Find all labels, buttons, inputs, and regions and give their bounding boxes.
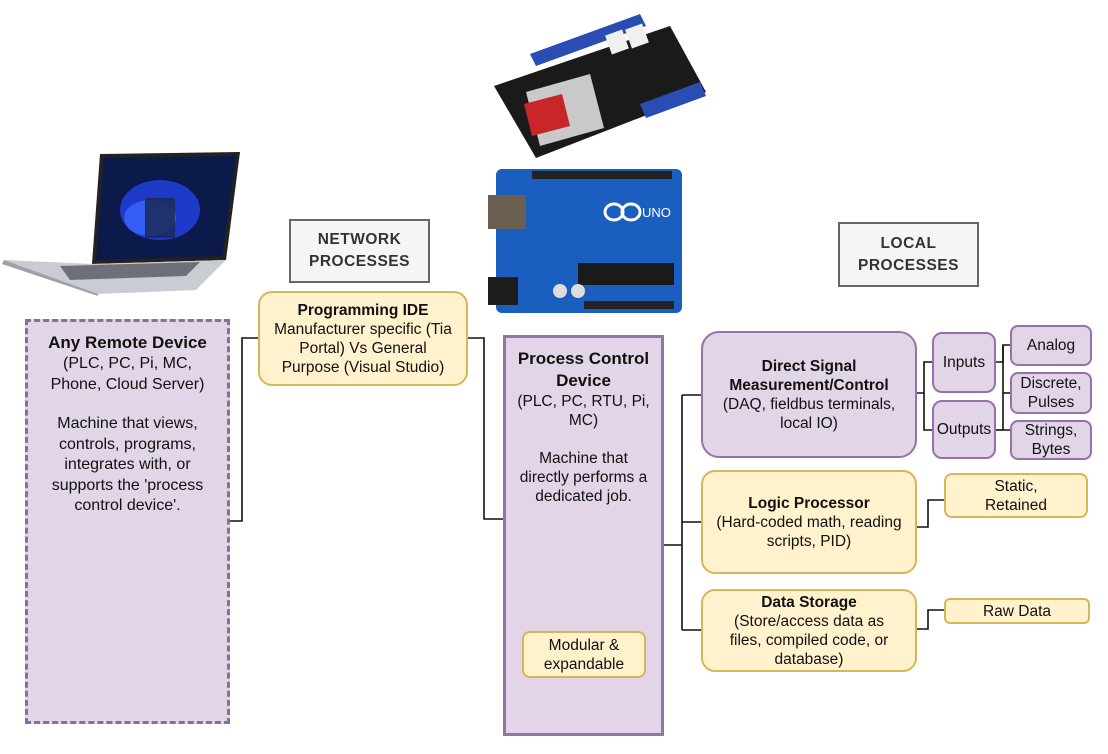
connector-remote-to-ide (230, 337, 258, 522)
logic-processor-box[interactable]: Logic Processor (Hard-coded math, readin… (701, 470, 917, 574)
network-processes-label: NETWORK PROCESSES (289, 219, 430, 283)
pcd-examples-1: (PLC, PC, RTU, Pi, (517, 393, 650, 410)
discrete-label-2: Pulses (1027, 394, 1075, 411)
modular-line-1: Modular & (548, 636, 620, 654)
discrete-pulses-box[interactable]: Discrete, Pulses (1010, 372, 1092, 414)
remote-device-desc-4: supports the 'process (51, 476, 204, 494)
remote-device-title: Any Remote Device (48, 333, 207, 352)
modular-line-2: expandable (543, 655, 625, 673)
pcd-desc-3: dedicated job. (535, 488, 632, 505)
remote-device-desc-3: integrates with, or (64, 456, 191, 473)
arduino-logo-text: UNO (642, 205, 671, 220)
logic-processor-title: Logic Processor (748, 494, 870, 512)
direct-signal-title-1: Direct Signal (761, 357, 857, 375)
pcd-title-1: Process Control (517, 349, 650, 368)
direct-signal-title-2: Measurement/Control (729, 376, 889, 394)
strings-label-1: Strings, (1024, 422, 1078, 439)
analog-box[interactable]: Analog (1010, 325, 1092, 366)
pcd-examples-2: MC) (568, 412, 599, 429)
connector-to-raw-data (917, 609, 944, 630)
data-storage-line-1: (Store/access data as (734, 612, 884, 630)
arduino-uno-image: UNO (488, 169, 682, 313)
direct-signal-line-1: (DAQ, fieldbus terminals, (722, 395, 896, 413)
logic-processor-line-1: (Hard-coded math, reading (716, 513, 902, 531)
programming-ide-line-3: Purpose (Visual Studio) (281, 358, 445, 376)
remote-device-desc-1: Machine that views, (57, 415, 198, 432)
remote-device-examples-1: (PLC, PC, Pi, MC, (63, 355, 192, 372)
logic-processor-line-2: scripts, PID) (766, 532, 852, 550)
local-processes-label: LOCAL PROCESSES (838, 222, 979, 287)
pcd-desc-2: directly performs a (519, 469, 648, 486)
local-label-line-2: PROCESSES (858, 256, 959, 274)
static-retained-box[interactable]: Static, Retained (944, 473, 1088, 518)
data-storage-line-3: database) (774, 650, 844, 668)
programming-ide-box[interactable]: Programming IDE Manufacturer specific (T… (258, 291, 468, 386)
connector-ide-to-pcd (468, 337, 503, 520)
data-storage-line-2: files, compiled code, or (729, 631, 889, 649)
strings-label-2: Bytes (1031, 441, 1071, 458)
inputs-box[interactable]: Inputs (932, 332, 996, 393)
static-label-2: Retained (984, 496, 1048, 514)
direct-signal-line-2: local IO) (780, 414, 838, 432)
analog-label: Analog (1026, 337, 1076, 354)
pcd-title-2: Device (556, 371, 611, 390)
static-label-1: Static, (994, 477, 1038, 495)
pcd-desc-1: Machine that (539, 450, 628, 467)
outputs-box[interactable]: Outputs (932, 400, 996, 459)
modular-expandable-badge: Modular & expandable (522, 631, 646, 678)
raw-data-label: Raw Data (982, 602, 1052, 620)
data-storage-box[interactable]: Data Storage (Store/access data as files… (701, 589, 917, 672)
connector-to-static (917, 499, 944, 528)
data-storage-title: Data Storage (761, 593, 857, 611)
strings-bytes-box[interactable]: Strings, Bytes (1010, 420, 1092, 460)
remote-device-box[interactable]: Any Remote Device (PLC, PC, Pi, MC, Phon… (25, 319, 230, 724)
raw-data-box[interactable]: Raw Data (944, 598, 1090, 624)
remote-device-desc-2: controls, programs, (59, 435, 196, 453)
sd-card-shield-image (494, 14, 706, 158)
remote-device-desc-5: control device'. (74, 497, 181, 514)
network-label-line-2: PROCESSES (309, 253, 410, 270)
remote-device-examples-2: Phone, Cloud Server) (50, 375, 205, 393)
programming-ide-line-2: Portal) Vs General (299, 339, 427, 357)
outputs-label: Outputs (936, 421, 992, 438)
programming-ide-title: Programming IDE (297, 301, 429, 319)
network-label-line-1: NETWORK (317, 231, 402, 248)
discrete-label-1: Discrete, (1020, 375, 1082, 392)
local-label-line-1: LOCAL (880, 234, 937, 252)
connector-to-inputs (917, 361, 932, 394)
laptop-image (2, 152, 240, 296)
connector-types-spine (1002, 345, 1010, 431)
inputs-label: Inputs (942, 354, 986, 371)
programming-ide-line-1: Manufacturer specific (Tia (274, 320, 452, 338)
connector-to-outputs (923, 393, 932, 431)
direct-signal-box[interactable]: Direct Signal Measurement/Control (DAQ, … (701, 331, 917, 458)
